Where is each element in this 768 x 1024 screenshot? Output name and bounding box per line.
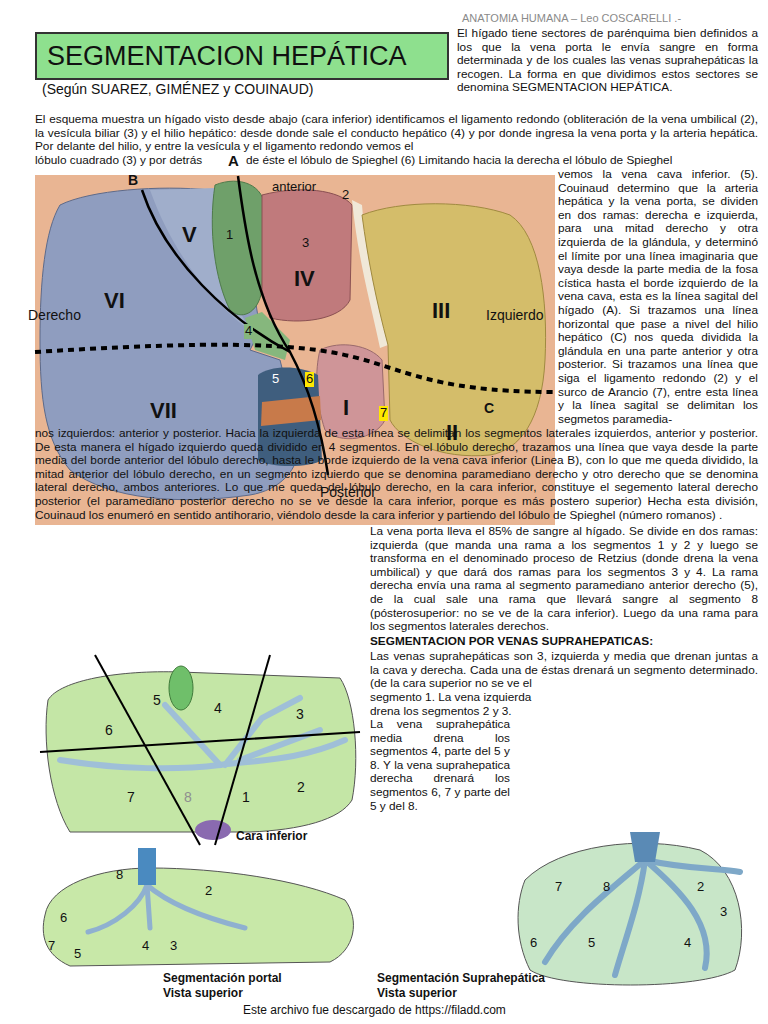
segment-number: 4 <box>142 939 149 954</box>
segment-number: 7 <box>555 880 562 895</box>
segment-numeral: VII <box>150 398 177 423</box>
segment-number: 3 <box>720 905 727 920</box>
segment-number: 4 <box>684 936 691 951</box>
segment-number: 8 <box>603 880 610 895</box>
side-label: Izquierdo <box>486 307 544 323</box>
gallbladder-small <box>169 666 193 710</box>
segment-numeral: V <box>182 222 197 247</box>
portal-branches <box>88 885 245 932</box>
line-label: A <box>228 152 239 169</box>
hepatic-duct <box>245 312 290 360</box>
segment-number: 7 <box>48 939 55 954</box>
gallbladder <box>212 181 265 315</box>
body-paragraph: Las venas suprahepáticas son 3, izquierd… <box>370 650 758 691</box>
liver-superior-hepatic <box>518 843 742 985</box>
left-lobe <box>362 204 546 456</box>
body-paragraph: La vena porta lleva el 85% de sangre al … <box>370 525 758 634</box>
body-paragraph: El esquema muestra un hígado visto desde… <box>35 113 758 154</box>
title-text: SEGMENTACION HEPÁTICA <box>37 34 407 78</box>
figure-caption: Cara inferior <box>236 830 307 844</box>
segment-number: 6 <box>60 911 67 926</box>
callout-number: 1 <box>226 228 233 243</box>
callout-number: 7 <box>379 406 388 421</box>
segment-number: 1 <box>242 789 250 805</box>
region-label: anterior <box>272 180 316 195</box>
segment-number: 6 <box>530 936 537 951</box>
body-paragraph: nos izquierdos: anterior y posterior. Ha… <box>35 427 758 522</box>
quadrate-lobe <box>262 190 352 321</box>
segment-numeral: IV <box>294 266 315 291</box>
segment-number: 4 <box>214 700 222 716</box>
segment-number: 5 <box>588 936 595 951</box>
segment-number: 2 <box>697 880 704 895</box>
segment-number: 8 <box>116 868 123 883</box>
figure-caption: Vista superior <box>377 987 457 1001</box>
line-label: C <box>484 400 494 416</box>
callout-number: 4 <box>244 324 253 339</box>
figure-caption: Segmentación portal <box>163 972 282 986</box>
callout-number: 2 <box>342 188 349 203</box>
figure-caption: Segmentación Suprahepática <box>377 972 545 986</box>
callout-number: 6 <box>305 372 314 387</box>
subtitle: (Según SUAREZ, GIMÉNEZ y COUINAUD) <box>42 81 314 97</box>
intro-paragraph: El hígado tiene sectores de parénquima b… <box>457 27 758 95</box>
segment-numeral: III <box>432 298 450 323</box>
cava-top-right <box>630 832 660 862</box>
segment-number: 2 <box>205 884 212 899</box>
caudate-lobe <box>317 345 385 439</box>
figure-caption: Vista superior <box>163 987 243 1001</box>
segment-number: 8 <box>184 789 192 805</box>
footer-text: Este archivo fue descargado de https://f… <box>243 1004 506 1018</box>
liver-superior-portal <box>43 868 353 966</box>
segment-number: 5 <box>74 947 81 962</box>
liver-inferior <box>46 672 356 832</box>
header-text: ANATOMIA HUMANA – Leo COSCARELLI .- <box>462 12 681 25</box>
callout-number: 5 <box>272 372 279 387</box>
segment-number: 3 <box>170 939 177 954</box>
title-box: SEGMENTACION HEPÁTICA <box>35 32 449 80</box>
body-paragraph: La vena suprahepática media drena los se… <box>370 718 510 813</box>
segment-number: 7 <box>127 789 135 805</box>
line-label: B <box>128 172 138 188</box>
segment-numeral: I <box>343 395 349 420</box>
portal-veins <box>60 698 345 768</box>
region-label: Posterior <box>320 484 376 500</box>
side-label: Derecho <box>28 307 81 323</box>
segment-number: 5 <box>153 692 161 708</box>
body-paragraph: lóbulo cuadrado (3) y por detrás <box>35 154 202 168</box>
segment-number: 6 <box>105 722 113 738</box>
caudate-process <box>195 820 231 840</box>
section-heading: SEGMENTACION POR VENAS SUPRAHEPATICAS: <box>370 635 653 649</box>
body-paragraph: vemos la vena cava inferior. (5). Couina… <box>558 168 758 426</box>
segment-numeral: II <box>446 420 458 445</box>
cava-top <box>138 848 156 885</box>
segment-numeral: VI <box>104 288 125 313</box>
line-c <box>35 345 555 392</box>
line-b <box>142 190 290 352</box>
hepatic-veins <box>545 860 740 975</box>
body-paragraph: segmento 1. La vena izquierda drena los … <box>370 691 535 718</box>
callout-number: 3 <box>302 236 309 251</box>
segment-lines <box>40 655 360 845</box>
body-paragraph: de éste el lóbulo de Spieghel (6) Limita… <box>246 154 672 168</box>
segment-number: 2 <box>297 779 305 795</box>
segment-number: 3 <box>296 706 304 722</box>
